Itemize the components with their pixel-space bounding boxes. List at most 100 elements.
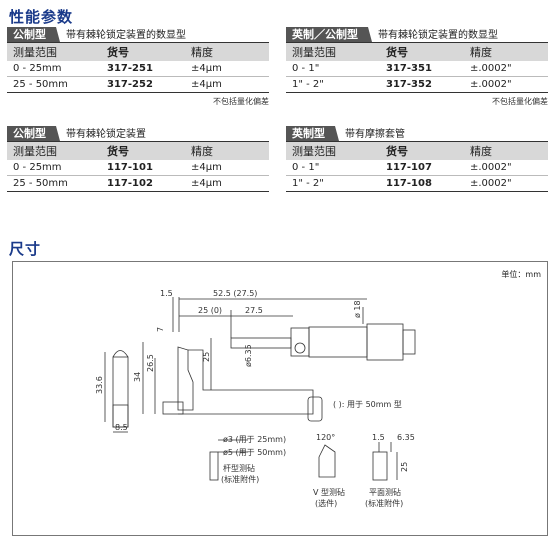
dim-d6-35: ø6.35 — [244, 344, 253, 367]
type-tag: 英制型 — [286, 126, 339, 141]
anvil-block — [162, 401, 184, 415]
side-profile-top — [112, 350, 129, 358]
side-profile-base — [112, 404, 129, 428]
spindle — [230, 337, 292, 349]
col-accuracy: 精度 — [464, 142, 548, 160]
rod-anvil-shape — [209, 451, 219, 481]
col-range: 测量范围 — [286, 142, 380, 160]
flat-25: 25 — [400, 462, 409, 472]
type-desc: 带有棘轮锁定装置 — [66, 129, 146, 140]
rod-anvil-sub: (标准附件) — [221, 474, 259, 484]
cell-accuracy: ±4μm — [185, 175, 269, 192]
col-code: 货号 — [101, 142, 185, 160]
col-range: 测量范围 — [7, 142, 101, 160]
cell-code: 317-351 — [380, 61, 464, 77]
cell-code: 117-107 — [380, 160, 464, 176]
thimble — [366, 323, 404, 361]
rod-anvil-d5: ø5 (用于 50mm) — [223, 448, 286, 457]
ratchet — [402, 329, 416, 355]
unit-label: 单位：mm — [501, 270, 541, 279]
cell-code: 317-251 — [101, 61, 185, 77]
cell-range: 1" - 2" — [286, 76, 380, 93]
side-profile — [112, 356, 129, 428]
table-row: 1" - 2"117-108±.0002" — [286, 175, 548, 192]
barrel — [308, 326, 368, 358]
dim-34: 34 — [133, 372, 142, 382]
cell-range: 0 - 1" — [286, 160, 380, 176]
table-header-bar: 公制型 带有棘轮锁定装置 — [7, 126, 269, 142]
cell-range: 0 - 25mm — [7, 61, 101, 77]
dim-25-0: 25 (0) — [198, 306, 222, 315]
dim-25: 25 — [202, 352, 211, 362]
lock-knob — [294, 342, 306, 354]
cell-accuracy: ±.0002" — [464, 76, 548, 93]
table-head-row: 测量范围货号精度 — [7, 43, 269, 61]
cell-range: 1" - 2" — [286, 175, 380, 192]
cell-code: 117-108 — [380, 175, 464, 192]
note-paren: ( ): 用于 50mm 型 — [333, 400, 402, 409]
col-accuracy: 精度 — [185, 142, 269, 160]
col-accuracy: 精度 — [185, 43, 269, 61]
dim-d18: ø 18 — [353, 300, 362, 318]
frame-body — [178, 349, 314, 415]
dim-27-5: 27.5 — [245, 306, 263, 315]
dim-8-5: 8.5 — [115, 423, 128, 432]
table-header-bar: 公制型 带有棘轮锁定装置的数显型 — [7, 27, 269, 43]
table-header-bar: 英制／公制型 带有棘轮锁定装置的数显型 — [286, 27, 548, 43]
flat-anvil-shape — [372, 451, 388, 481]
dim-26-5: 26.5 — [146, 354, 155, 372]
table-row: 1" - 2"317-352±.0002" — [286, 76, 548, 93]
table-note: 不包括量化偏差 — [213, 97, 269, 106]
spec-table-inch-metric-digital: 英制／公制型 带有棘轮锁定装置的数显型 测量范围货号精度 0 - 1"317-3… — [286, 27, 548, 107]
col-range: 测量范围 — [7, 43, 101, 61]
cell-code: 317-352 — [380, 76, 464, 93]
cell-range: 25 - 50mm — [7, 76, 101, 93]
cell-range: 25 - 50mm — [7, 175, 101, 192]
table-row: 0 - 1"317-351±.0002" — [286, 61, 548, 77]
cell-accuracy: ±4μm — [185, 61, 269, 77]
anvil-column — [177, 346, 194, 411]
type-tag: 公制型 — [7, 126, 60, 141]
cell-accuracy: ±.0002" — [464, 160, 548, 176]
flat-1-5: 1.5 — [372, 433, 385, 442]
cell-accuracy: ±.0002" — [464, 175, 548, 192]
table-head-row: 测量范围货号精度 — [286, 43, 548, 61]
col-code: 货号 — [380, 142, 464, 160]
section-title-dimensions: 尺寸 — [9, 240, 42, 258]
table-header-bar: 英制型 带有摩擦套管 — [286, 126, 548, 142]
cell-range: 0 - 1" — [286, 61, 380, 77]
cell-accuracy: ±.0002" — [464, 61, 548, 77]
dim-52-5: 52.5 (27.5) — [213, 289, 257, 298]
spec-table-inch-friction: 英制型 带有摩擦套管 测量范围货号精度 0 - 1"117-107±.0002"… — [286, 126, 548, 192]
v-anvil-label: V 型测砧 — [313, 487, 345, 497]
table-head-row: 测量范围货号精度 — [286, 142, 548, 160]
v-angle: 120° — [316, 433, 335, 442]
dim-7: 7 — [156, 327, 165, 332]
v-anvil-sub: (选件) — [315, 498, 337, 508]
cell-range: 0 - 25mm — [7, 160, 101, 176]
type-tag: 公制型 — [7, 27, 60, 42]
table-head-row: 测量范围货号精度 — [7, 142, 269, 160]
spec-table: 测量范围货号精度 0 - 1"317-351±.0002" 1" - 2"317… — [286, 43, 548, 93]
cell-accuracy: ±4μm — [185, 160, 269, 176]
flat-anvil-label: 平面测砧 — [369, 487, 401, 497]
col-accuracy: 精度 — [464, 43, 548, 61]
table-note: 不包括量化偏差 — [492, 97, 548, 106]
rod-anvil-d3: ø3 (用于 25mm) — [223, 435, 286, 444]
col-range: 测量范围 — [286, 43, 380, 61]
dim-33-6: 33.6 — [95, 376, 104, 394]
type-desc: 带有棘轮锁定装置的数显型 — [378, 30, 498, 41]
spec-table: 测量范围货号精度 0 - 1"117-107±.0002" 1" - 2"117… — [286, 142, 548, 192]
flat-anvil-sub: (标准附件) — [365, 498, 403, 508]
cell-code: 317-252 — [101, 76, 185, 93]
table-row: 0 - 1"117-107±.0002" — [286, 160, 548, 176]
type-tag: 英制／公制型 — [286, 27, 372, 42]
